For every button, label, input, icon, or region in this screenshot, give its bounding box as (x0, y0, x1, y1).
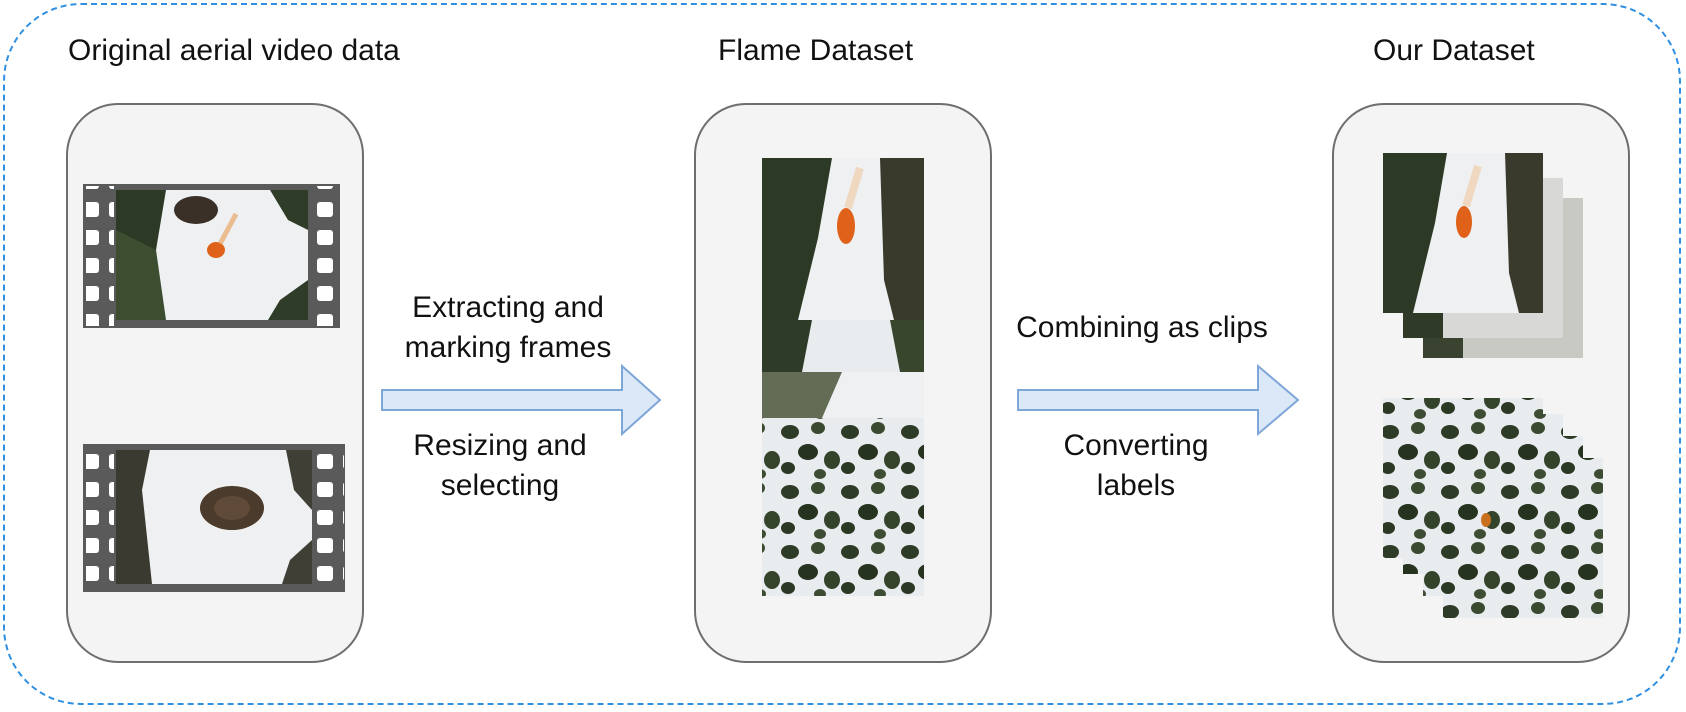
title-flame-dataset: Flame Dataset (718, 34, 914, 67)
arrow1-bottom-line1: Resizing and (413, 429, 587, 462)
arrow2-top-label: Combining as clips (1016, 311, 1268, 344)
arrow1-top-label: Extracting and marking frames (388, 288, 628, 368)
flame-frames (762, 158, 924, 596)
title-original-video: Original aerial video data (68, 34, 400, 67)
film-strip-top (83, 184, 340, 328)
arrow2-bottom-line2: labels (1096, 469, 1176, 502)
arrow2-bottom-label: Converting labels (1036, 426, 1236, 506)
outer-dashed-frame (3, 3, 1681, 705)
title-our-dataset: Our Dataset (1373, 34, 1535, 67)
clip-stack-bottom (1383, 398, 1603, 618)
arrow1-top-line2: marking frames (404, 331, 612, 364)
arrow-combine (1017, 363, 1300, 437)
arrow-extract (381, 363, 662, 437)
film-strip-bottom (83, 444, 345, 592)
arrow1-bottom-line2: selecting (440, 469, 560, 502)
arrow1-top-line1: Extracting and (412, 291, 604, 324)
arrow2-bottom-line1: Converting (1063, 429, 1209, 462)
clip-stack-top (1383, 153, 1583, 358)
arrow1-bottom-label: Resizing and selecting (388, 426, 612, 506)
